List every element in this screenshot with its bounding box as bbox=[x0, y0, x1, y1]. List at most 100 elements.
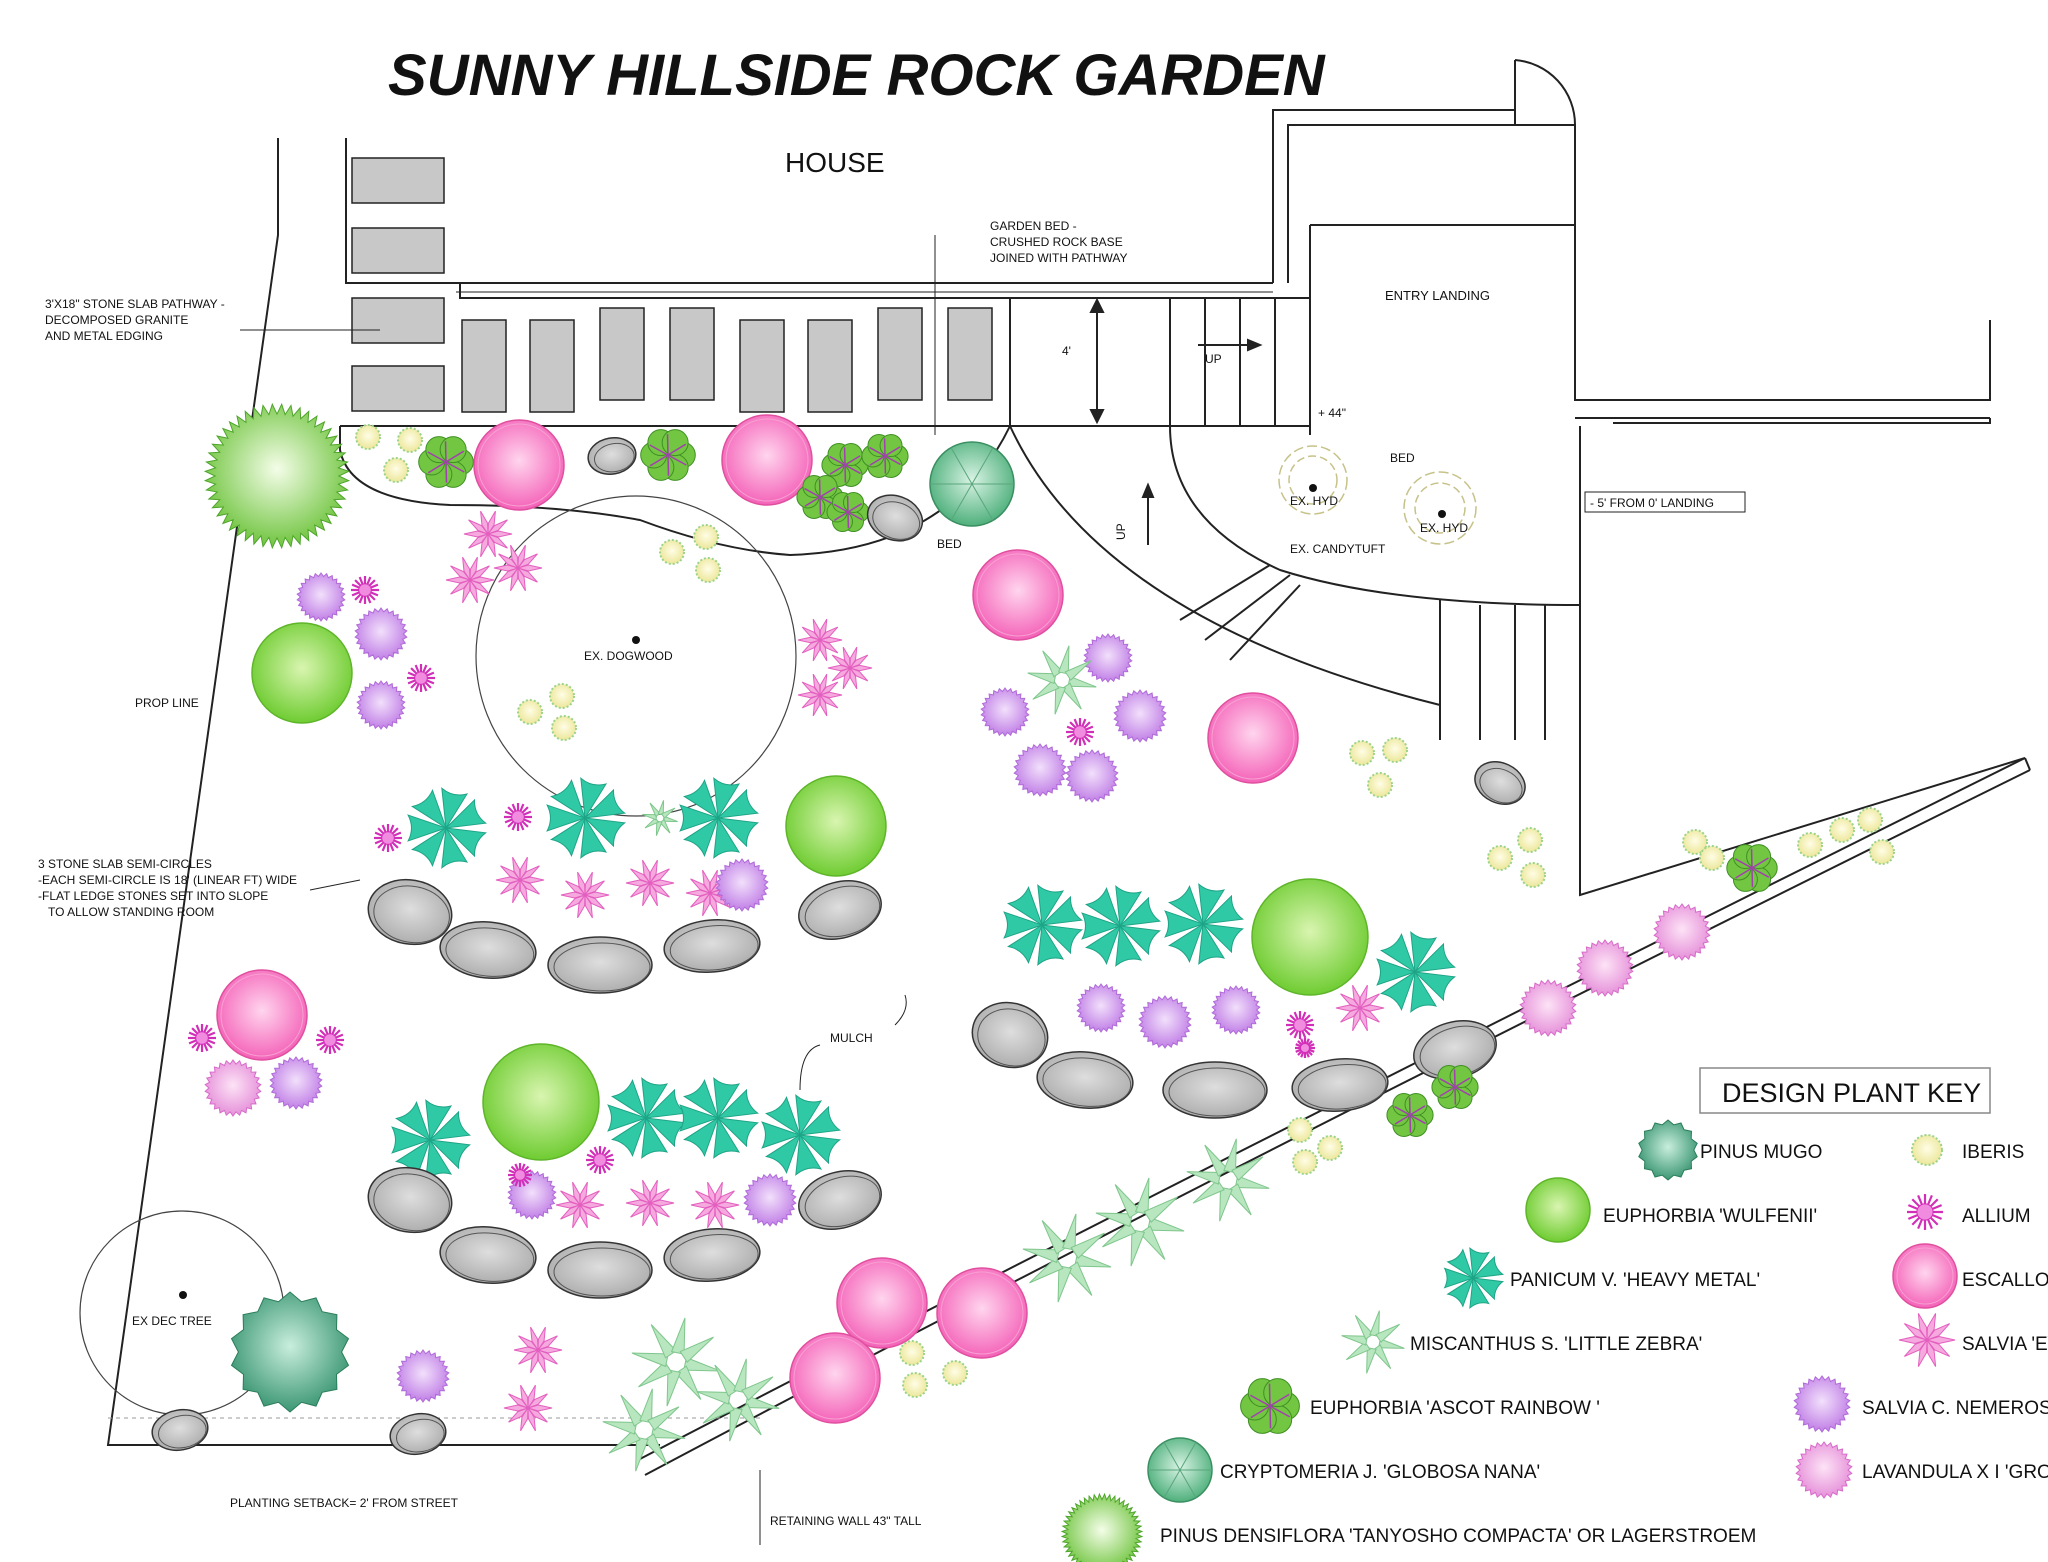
allium-icon bbox=[374, 824, 402, 852]
key-label-escallonia: ESCALLONIA bbox=[1962, 1270, 2048, 1291]
euphorbia-ascot-icon bbox=[861, 434, 909, 478]
allium-icon bbox=[1286, 1011, 1314, 1039]
euphorbia-wulfenii-icon bbox=[1525, 1177, 1591, 1243]
escallonia-icon bbox=[1892, 1243, 1958, 1309]
euphorbia-ascot-icon bbox=[826, 491, 870, 533]
ledge-stone bbox=[866, 494, 924, 542]
panicum-icon bbox=[1003, 884, 1084, 966]
stone-slab-pathway bbox=[351, 157, 993, 413]
dogwood-center bbox=[632, 636, 640, 644]
salvia-nemerosa-icon bbox=[269, 1056, 323, 1110]
salvia-nemerosa-icon bbox=[715, 858, 769, 912]
euphorbia-ascot-icon bbox=[1240, 1378, 1300, 1434]
cryptomeria-icon bbox=[1147, 1437, 1213, 1503]
allium-icon bbox=[1066, 718, 1094, 746]
iberis-icon bbox=[1292, 1149, 1318, 1175]
iberis-icon bbox=[1287, 1117, 1313, 1143]
escallonia-icon bbox=[836, 1257, 928, 1349]
semi-circle-note-2: -EACH SEMI-CIRCLE IS 18' (LINEAR FT) WID… bbox=[38, 873, 297, 887]
escallonia-icon bbox=[972, 549, 1064, 641]
ledge-stone bbox=[971, 1001, 1049, 1069]
key-label-euphorbia-ascot: EUPHORBIA 'ASCOT RAINBOW ' bbox=[1310, 1398, 1600, 1419]
semi-circle-note-4: TO ALLOW STANDING ROOM bbox=[48, 905, 214, 919]
ex-dec-tree-label: EX DEC TREE bbox=[132, 1314, 212, 1328]
ledge-stone bbox=[389, 1412, 447, 1456]
ex-hyd-label-1: EX. HYD bbox=[1290, 494, 1338, 508]
garden-bed-note-1: GARDEN BED - bbox=[990, 219, 1077, 233]
allium-icon bbox=[504, 803, 532, 831]
up-label-1: UP bbox=[1205, 352, 1222, 366]
panicum-icon bbox=[391, 1099, 472, 1181]
panicum-icon bbox=[761, 1094, 842, 1176]
miscanthus-icon bbox=[1186, 1138, 1270, 1222]
ledge-stone bbox=[663, 1228, 761, 1282]
ledge-stone bbox=[798, 1170, 882, 1230]
salvia-nemerosa-icon bbox=[1065, 749, 1119, 803]
iberis-icon bbox=[1829, 817, 1855, 843]
ledge-stone bbox=[547, 1241, 653, 1299]
salvia-eveline-icon bbox=[463, 510, 513, 558]
iberis-icon bbox=[549, 683, 575, 709]
salvia-nemerosa-icon bbox=[1211, 985, 1261, 1035]
escallonia-icon bbox=[216, 969, 308, 1061]
salvia-nemerosa-icon bbox=[356, 680, 406, 730]
ledge-stone bbox=[1036, 1051, 1134, 1109]
escallonia-icon bbox=[473, 419, 565, 511]
salvia-eveline-icon bbox=[503, 1384, 553, 1432]
ledge-stone bbox=[587, 437, 637, 475]
escallonia-icon bbox=[721, 414, 813, 506]
ledge-stone bbox=[547, 936, 653, 994]
pathway-note-3: AND METAL EDGING bbox=[45, 329, 163, 343]
pinus-mugo-icon bbox=[1638, 1119, 1698, 1181]
salvia-nemerosa-icon bbox=[354, 607, 408, 661]
allium-icon bbox=[351, 576, 379, 604]
euphorbia-ascot-icon bbox=[418, 436, 474, 488]
ledge-stone bbox=[1474, 761, 1526, 805]
key-label-pinus-densiflora: PINUS DENSIFLORA 'TANYOSHO COMPACTA' OR … bbox=[1160, 1526, 1756, 1547]
ledge-stone bbox=[367, 1166, 453, 1234]
hyd-center-2 bbox=[1438, 510, 1446, 518]
salvia-eveline-icon bbox=[493, 544, 543, 592]
salvia-nemerosa-icon bbox=[980, 687, 1030, 737]
miscanthus-icon bbox=[1022, 1213, 1112, 1303]
allium-icon bbox=[407, 664, 435, 692]
iberis-icon bbox=[902, 1372, 928, 1398]
plant-key-title-box bbox=[1699, 1067, 1991, 1114]
panicum-icon bbox=[1081, 885, 1162, 967]
iberis-icon bbox=[1869, 839, 1895, 865]
plant-key-icons bbox=[1060, 1119, 1958, 1562]
salvia-eveline-icon bbox=[555, 1181, 605, 1229]
ex-hyd-label-2: EX. HYD bbox=[1420, 521, 1468, 535]
allium-icon bbox=[1295, 1038, 1315, 1058]
iberis-icon bbox=[1857, 807, 1883, 833]
plus-44-label: + 44" bbox=[1318, 406, 1346, 420]
panicum-icon bbox=[546, 777, 627, 859]
iberis-icon bbox=[1487, 845, 1513, 871]
euphorbia-ascot-icon bbox=[1431, 1065, 1479, 1109]
salvia-eveline-icon bbox=[1335, 984, 1385, 1032]
salvia-eveline-icon bbox=[445, 556, 495, 604]
salvia-eveline-icon bbox=[1898, 1313, 1956, 1367]
key-label-pinus-mugo: PINUS MUGO bbox=[1700, 1142, 1822, 1163]
garden-bed-note-3: JOINED WITH PATHWAY bbox=[990, 251, 1128, 265]
key-label-euphorbia-wulfenii: EUPHORBIA 'WULFENII' bbox=[1603, 1206, 1817, 1227]
design-plant-key: DESIGN PLANT KEY PINUS MUGO IBERIS EUPHO… bbox=[1060, 1067, 2048, 1562]
ledge-stone bbox=[1162, 1061, 1268, 1119]
leader-lines bbox=[240, 235, 1746, 1545]
iberis-icon bbox=[942, 1360, 968, 1386]
salvia-nemerosa-icon bbox=[743, 1173, 797, 1227]
iberis-icon bbox=[355, 424, 381, 450]
ledge-stone bbox=[1291, 1058, 1389, 1112]
iberis-icon bbox=[517, 699, 543, 725]
iberis-icon bbox=[695, 557, 721, 583]
euphorbia-wulfenii-icon bbox=[785, 775, 887, 877]
ledge-stone bbox=[367, 878, 453, 946]
lavandula-icon bbox=[1653, 903, 1711, 961]
salvia-eveline-icon bbox=[495, 856, 545, 904]
setback-label: PLANTING SETBACK= 2' FROM STREET bbox=[230, 1496, 459, 1510]
allium-icon bbox=[586, 1146, 614, 1174]
bed-label-2: BED bbox=[937, 537, 962, 551]
panicum-icon bbox=[1164, 883, 1245, 965]
salvia-eveline-icon bbox=[625, 859, 675, 907]
